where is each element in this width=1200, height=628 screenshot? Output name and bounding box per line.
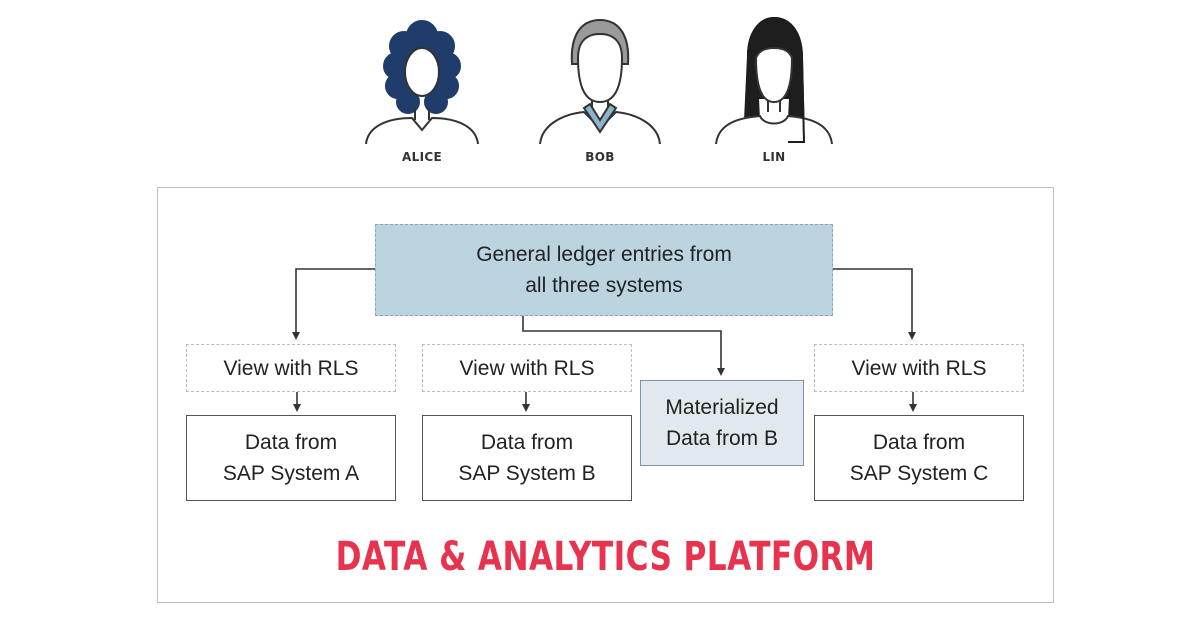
view-label: View with RLS	[851, 356, 987, 380]
person-collar-icon	[539, 18, 661, 145]
person-long-hair-icon	[715, 16, 833, 145]
data-box-c: Data from SAP System C	[814, 415, 1024, 501]
data-box-b: Data from SAP System B	[422, 415, 632, 501]
ledger-line2: all three systems	[525, 274, 683, 297]
person-name: LIN	[762, 150, 786, 164]
person-name: ALICE	[402, 150, 442, 164]
materialized-box: Materialized Data from B	[640, 380, 804, 466]
person-lin: LIN	[694, 8, 854, 168]
ledger-box: General ledger entries from all three sy…	[375, 224, 833, 316]
ledger-line1: General ledger entries from	[476, 243, 732, 266]
data-line2: SAP System B	[458, 462, 596, 485]
platform-frame	[157, 187, 1054, 603]
data-line2: SAP System A	[222, 462, 360, 485]
data-line1: Data from	[872, 431, 966, 454]
view-box-b: View with RLS	[422, 344, 632, 392]
data-line1: Data from	[244, 431, 338, 454]
arrow-ledger-to-materialized	[522, 316, 725, 376]
platform-title: DATA & ANALYTICS PLATFORM	[335, 534, 876, 580]
person-name: BOB	[585, 150, 615, 164]
materialized-line2: Data from B	[665, 427, 779, 450]
person-curly-hair-icon	[365, 20, 479, 145]
view-label: View with RLS	[223, 356, 359, 380]
person-alice: ALICE	[342, 8, 502, 168]
data-line1: Data from	[480, 431, 574, 454]
arrow-ledger-to-view-c	[833, 268, 916, 340]
person-bob: BOB	[520, 8, 680, 168]
materialized-line1: Materialized	[665, 396, 779, 419]
data-box-a: Data from SAP System A	[186, 415, 396, 501]
arrow-ledger-to-view-a	[292, 268, 375, 340]
view-box-a: View with RLS	[186, 344, 396, 392]
data-line2: SAP System C	[849, 462, 989, 485]
view-label: View with RLS	[459, 356, 595, 380]
view-box-c: View with RLS	[814, 344, 1024, 392]
